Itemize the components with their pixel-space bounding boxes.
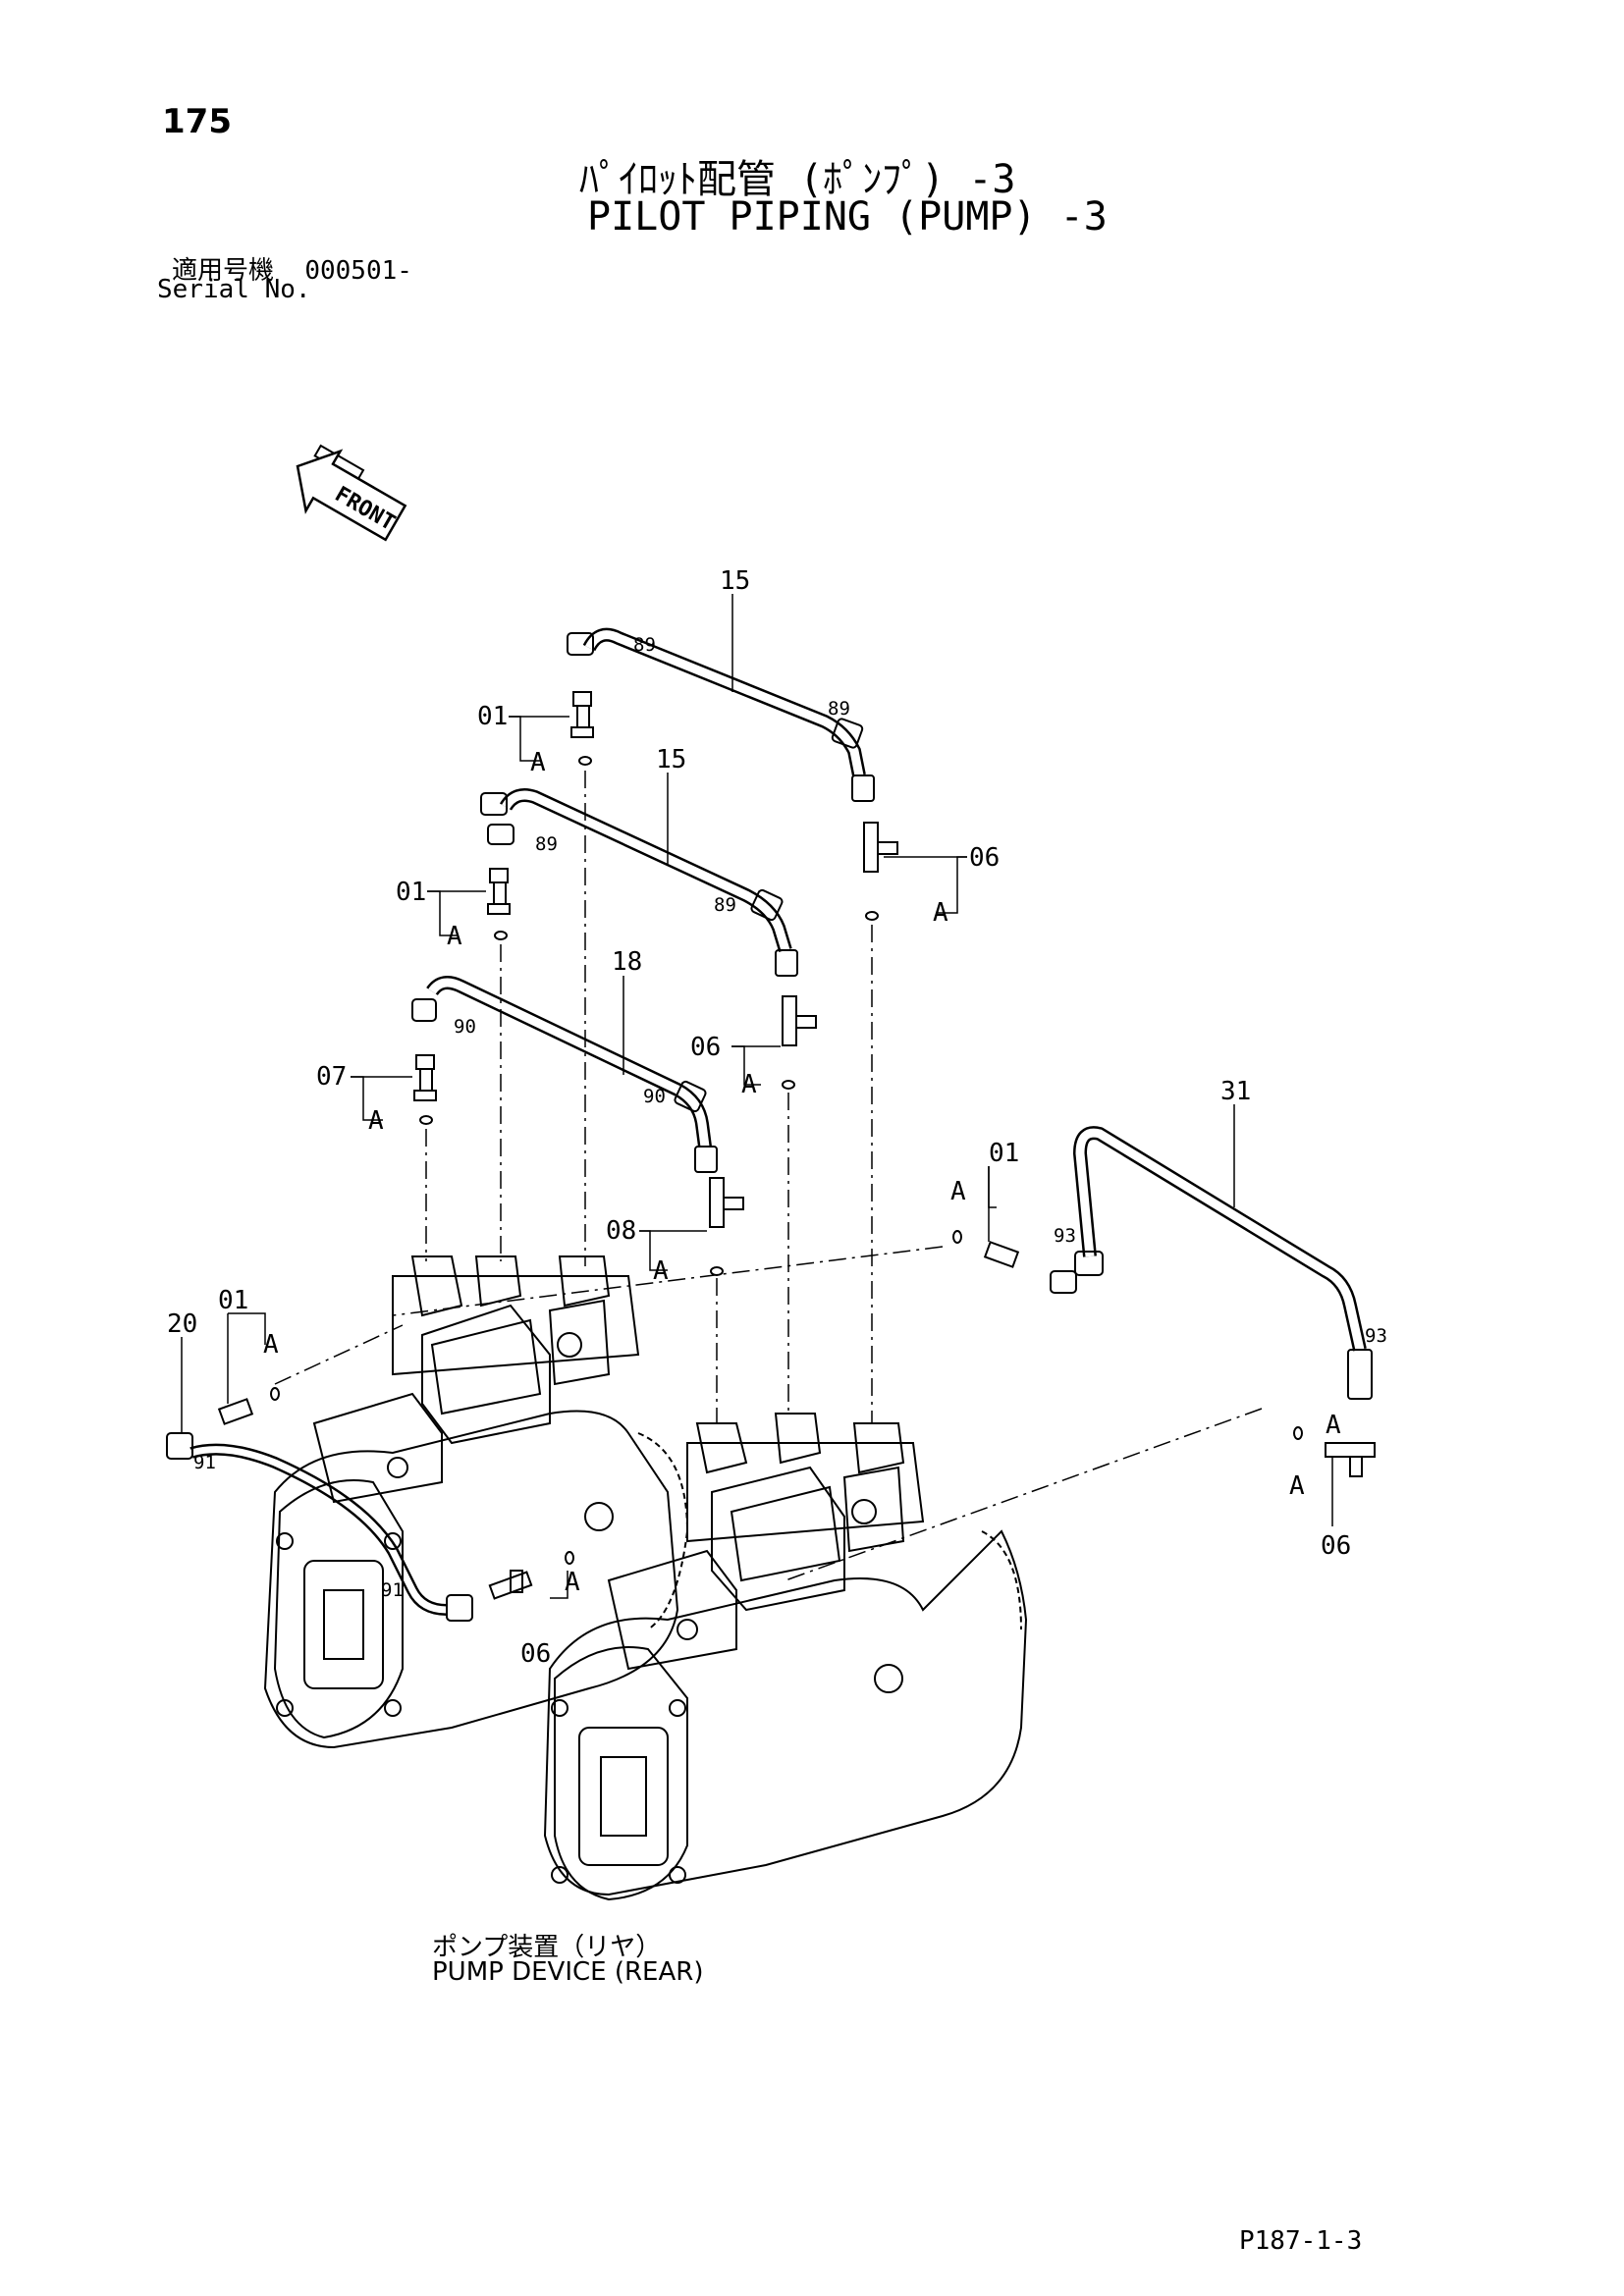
adapter-07 [413,1054,437,1101]
callout-07: 07 [316,1062,347,1092]
callout-31: 31 [1220,1077,1251,1106]
callout-06-d: 06 [520,1639,551,1669]
callout-06-c: 06 [1321,1531,1351,1561]
label-a-1: A [530,748,546,777]
adapter-01-mid [487,868,511,915]
page-reference: P187-1-3 [1239,2226,1363,2256]
tee-06-upper [863,822,898,873]
callout-01-d: 01 [218,1286,248,1315]
callout-01-c: 01 [989,1139,1019,1168]
sublabel-91-b: 91 [381,1579,404,1601]
callout-06-b: 06 [690,1033,721,1062]
sublabel-91-a: 91 [193,1452,216,1473]
caption-japanese: ポンプ装置（リヤ） [432,1933,662,1962]
tee-06-right [1325,1442,1376,1477]
pipe-15-upper [567,627,875,802]
serial-label-jp-text: 適用号機 [172,256,275,286]
label-a-3: A [368,1106,384,1136]
callout-brackets [181,594,1333,1599]
label-a-11: A [1326,1411,1341,1440]
callout-06-a: 06 [969,843,1000,873]
label-a-6: A [653,1256,669,1286]
o-rings [270,756,1303,1565]
adapter-01-left [217,1398,254,1425]
label-a-10: A [565,1568,580,1597]
callout-numbers: 15 15 18 31 01 01 01 01 06 06 06 06 07 0… [167,566,1351,1669]
callout-20: 20 [167,1309,197,1339]
label-a-2: A [447,922,462,951]
tee-06-lower [488,1570,533,1600]
pipe-15-lower [480,788,798,977]
sublabel-89-c: 89 [535,833,558,855]
tee-06-mid [782,995,817,1046]
sublabel-93-b: 93 [1365,1325,1387,1347]
front-arrow-icon: FRONT [296,444,407,542]
label-a-4: A [933,898,948,928]
adapter-01-top [570,691,594,738]
pump-body-left [263,1255,689,1749]
label-a-8: A [1289,1471,1305,1501]
title-japanese: ﾊﾟｲﾛｯﾄ配管 (ﾎﾟﾝﾌﾟ) -3 [579,157,1016,202]
sublabel-93-a: 93 [1054,1225,1076,1247]
callout-18: 18 [612,947,642,977]
serial-label-english: Serial No. [157,275,311,304]
sublabel-90-a: 90 [454,1016,476,1038]
label-a-9: A [263,1330,279,1360]
sublabel-89-a: 89 [633,634,656,656]
serial-label-japanese: 適用号機 000501- [172,250,412,287]
pump-body-right [543,1413,1028,1901]
label-a-7: A [950,1177,966,1206]
page-number: 175 [162,102,232,141]
callout-01-b: 01 [396,878,426,907]
label-a-5: A [741,1070,757,1099]
adapter-01-right [983,1241,1020,1268]
sublabel-89-b: 89 [828,698,850,720]
caption-english: PUMP DEVICE (REAR) [432,1957,704,1987]
sublabel-90-b: 90 [643,1086,666,1107]
sublabel-89-d: 89 [714,894,736,916]
tee-08 [709,1177,744,1228]
serial-range: 000501- [304,256,412,286]
sub-part-labels: 89 89 89 89 90 90 91 91 93 93 [193,634,1387,1601]
callout-01-a: 01 [477,702,508,731]
pipe-31 [1050,1126,1373,1400]
callout-15-upper: 15 [720,566,750,596]
title-english: PILOT PIPING (PUMP) -3 [587,194,1108,240]
callout-15-lower: 15 [656,745,686,774]
pipe-18 [411,976,718,1173]
callout-08: 08 [606,1216,636,1246]
